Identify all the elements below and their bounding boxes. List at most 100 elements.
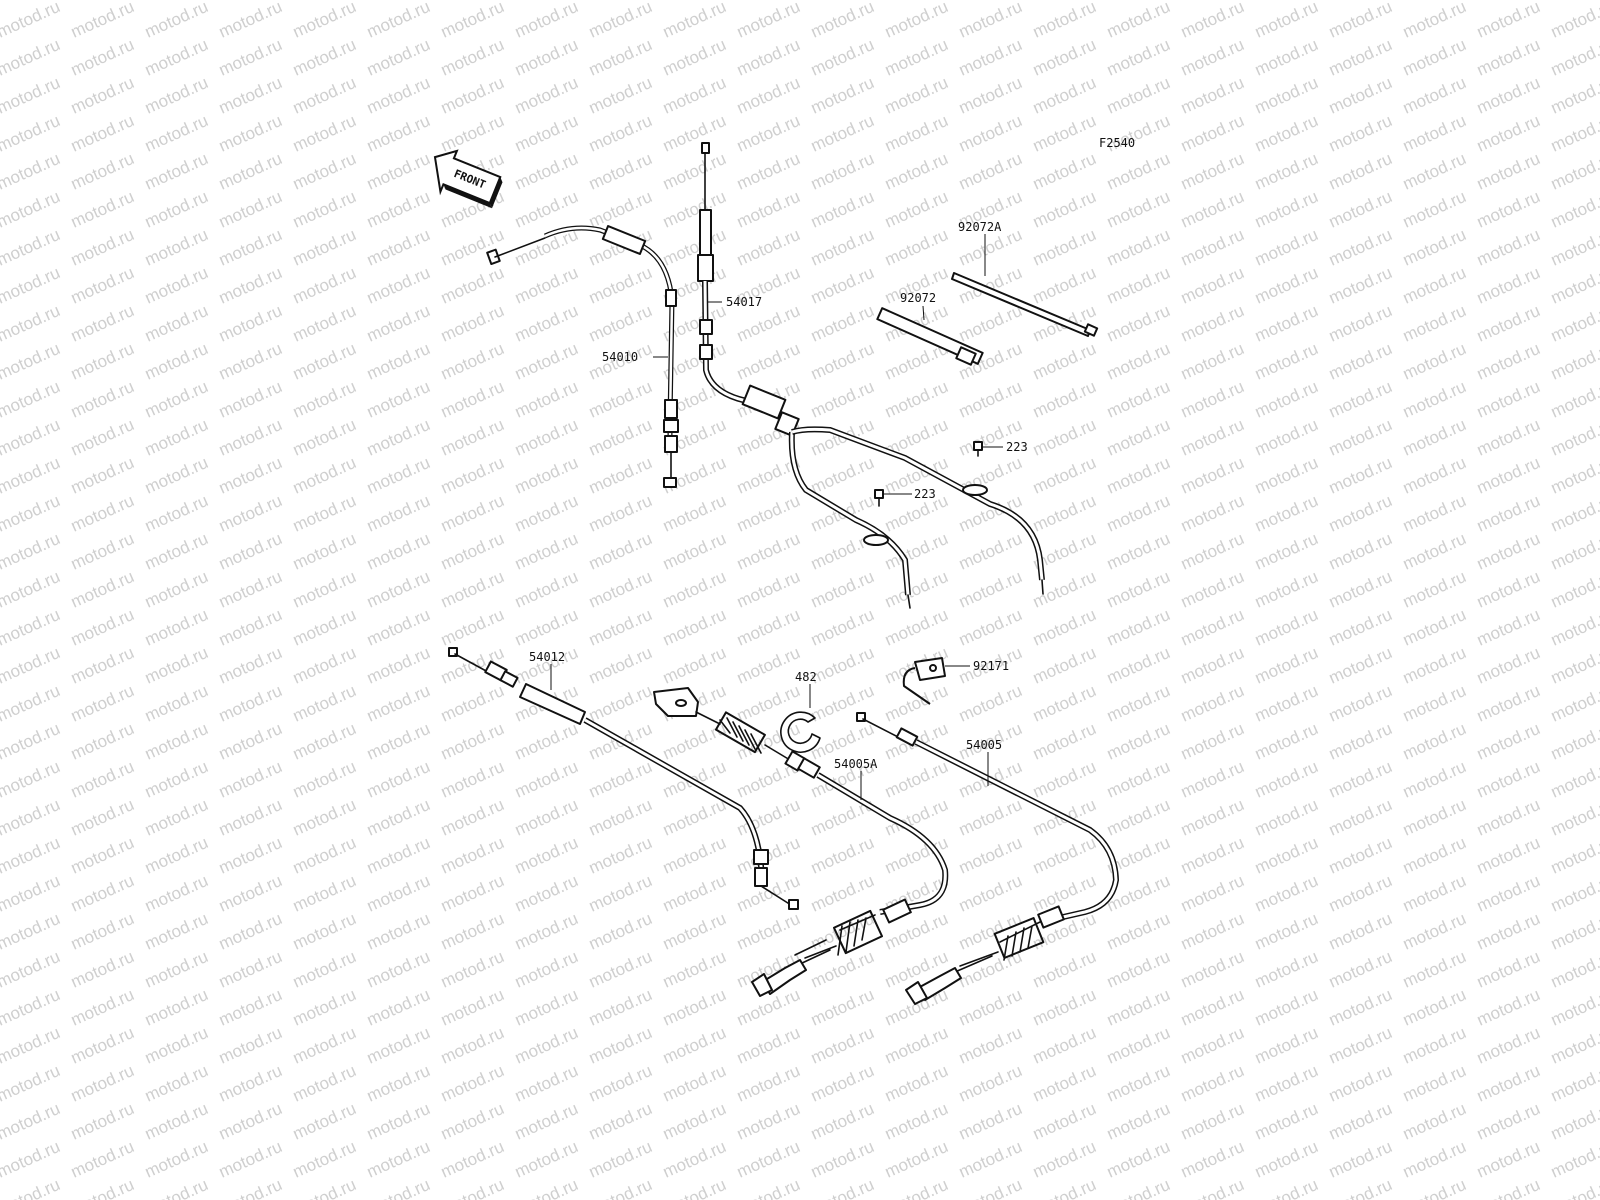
watermark-text: motod.ru xyxy=(1030,1023,1099,1068)
watermark-text: motod.ru xyxy=(512,263,581,308)
watermark-text: motod.ru xyxy=(142,225,211,270)
watermark-text: motod.ru xyxy=(882,529,951,574)
watermark-text: motod.ru xyxy=(956,871,1025,916)
watermark-text: motod.ru xyxy=(586,567,655,612)
watermark-text: motod.ru xyxy=(1030,719,1099,764)
watermark-text: motod.ru xyxy=(290,947,359,992)
watermark-text: motod.ru xyxy=(142,757,211,802)
watermark-text: motod.ru xyxy=(808,111,877,156)
watermark-text: motod.ru xyxy=(586,643,655,688)
watermark-text: motod.ru xyxy=(1030,947,1099,992)
watermark-text: motod.ru xyxy=(1474,225,1543,270)
screw-223-b-icon xyxy=(874,489,884,507)
watermark-text: motod.ru xyxy=(808,1061,877,1106)
watermark-text: motod.ru xyxy=(1548,529,1600,574)
watermark-text: motod.ru xyxy=(68,301,137,346)
watermark-text: motod.ru xyxy=(1252,111,1321,156)
watermark-text: motod.ru xyxy=(68,111,137,156)
watermark-text: motod.ru xyxy=(1252,909,1321,954)
watermark-text: motod.ru xyxy=(290,909,359,954)
cable-54017 xyxy=(697,142,1045,609)
watermark-text: motod.ru xyxy=(1252,339,1321,384)
watermark-text: motod.ru xyxy=(1474,149,1543,194)
watermark-text: motod.ru xyxy=(660,909,729,954)
watermark-text: motod.ru xyxy=(660,833,729,878)
watermark-text: motod.ru xyxy=(882,1099,951,1144)
watermark-text: motod.ru xyxy=(734,339,803,384)
watermark-text: motod.ru xyxy=(512,1023,581,1068)
watermark-text: motod.ru xyxy=(1548,491,1600,536)
watermark-text: motod.ru xyxy=(1252,187,1321,232)
watermark-text: motod.ru xyxy=(1400,73,1469,118)
watermark-text: motod.ru xyxy=(660,111,729,156)
watermark-text: motod.ru xyxy=(1178,1099,1247,1144)
watermark-text: motod.ru xyxy=(68,643,137,688)
watermark-text: motod.ru xyxy=(216,187,285,232)
watermark-text: motod.ru xyxy=(68,1061,137,1106)
watermark-text: motod.ru xyxy=(734,35,803,80)
watermark-text: motod.ru xyxy=(1252,681,1321,726)
watermark-text: motod.ru xyxy=(1326,529,1395,574)
watermark-text: motod.ru xyxy=(1252,567,1321,612)
watermark-text: motod.ru xyxy=(1104,377,1173,422)
watermark-text: motod.ru xyxy=(1474,187,1543,232)
watermark-text: motod.ru xyxy=(142,567,211,612)
watermark-text: motod.ru xyxy=(1548,757,1600,802)
watermark-text: motod.ru xyxy=(1400,605,1469,650)
watermark-text: motod.ru xyxy=(1104,643,1173,688)
watermark-text: motod.ru xyxy=(1474,605,1543,650)
watermark-text: motod.ru xyxy=(438,415,507,460)
watermark-text: motod.ru xyxy=(438,263,507,308)
band-92072A xyxy=(951,272,1099,337)
watermark-text: motod.ru xyxy=(660,1137,729,1182)
watermark-text: motod.ru xyxy=(142,339,211,384)
watermark-text: motod.ru xyxy=(1104,909,1173,954)
watermark-text: motod.ru xyxy=(1326,35,1395,80)
watermark-text: motod.ru xyxy=(290,833,359,878)
watermark-text: motod.ru xyxy=(1474,757,1543,802)
watermark-text: motod.ru xyxy=(1326,833,1395,878)
watermark-text: motod.ru xyxy=(364,1137,433,1182)
watermark-text: motod.ru xyxy=(882,1061,951,1106)
watermark-text: motod.ru xyxy=(216,415,285,460)
watermark-text: motod.ru xyxy=(1400,35,1469,80)
watermark-text: motod.ru xyxy=(142,263,211,308)
watermark-text: motod.ru xyxy=(364,529,433,574)
watermark-text: motod.ru xyxy=(364,643,433,688)
watermark-text: motod.ru xyxy=(290,757,359,802)
watermark-text: motod.ru xyxy=(364,453,433,498)
watermark-text: motod.ru xyxy=(68,187,137,232)
watermark-text: motod.ru xyxy=(660,225,729,270)
watermark-text: motod.ru xyxy=(1474,719,1543,764)
watermark-text: motod.ru xyxy=(1178,795,1247,840)
watermark-text: motod.ru xyxy=(1474,947,1543,992)
watermark-text: motod.ru xyxy=(68,871,137,916)
watermark-text: motod.ru xyxy=(1252,491,1321,536)
watermark-text: motod.ru xyxy=(68,719,137,764)
watermark-text: motod.ru xyxy=(882,605,951,650)
watermark-text: motod.ru xyxy=(142,833,211,878)
watermark-text: motod.ru xyxy=(142,111,211,156)
watermark-text: motod.ru xyxy=(68,795,137,840)
watermark-text: motod.ru xyxy=(660,947,729,992)
watermark-text: motod.ru xyxy=(808,225,877,270)
watermark-text: motod.ru xyxy=(1104,225,1173,270)
watermark-text: motod.ru xyxy=(290,149,359,194)
watermark-text: motod.ru xyxy=(882,149,951,194)
watermark-text: motod.ru xyxy=(216,1137,285,1182)
watermark-text: motod.ru xyxy=(1252,1023,1321,1068)
watermark-text: motod.ru xyxy=(808,1137,877,1182)
watermark-text: motod.ru xyxy=(1474,453,1543,498)
watermark-text: motod.ru xyxy=(216,73,285,118)
watermark-text: motod.ru xyxy=(882,681,951,726)
watermark-text: motod.ru xyxy=(1252,871,1321,916)
watermark-text: motod.ru xyxy=(512,1137,581,1182)
watermark-text: motod.ru xyxy=(660,35,729,80)
watermark-text: motod.ru xyxy=(1326,491,1395,536)
watermark-text: motod.ru xyxy=(364,263,433,308)
watermark-text: motod.ru xyxy=(142,73,211,118)
watermark-text: motod.ru xyxy=(1326,871,1395,916)
watermark-text: motod.ru xyxy=(290,1137,359,1182)
watermark-text: motod.ru xyxy=(1548,0,1600,4)
watermark-text: motod.ru xyxy=(1030,605,1099,650)
